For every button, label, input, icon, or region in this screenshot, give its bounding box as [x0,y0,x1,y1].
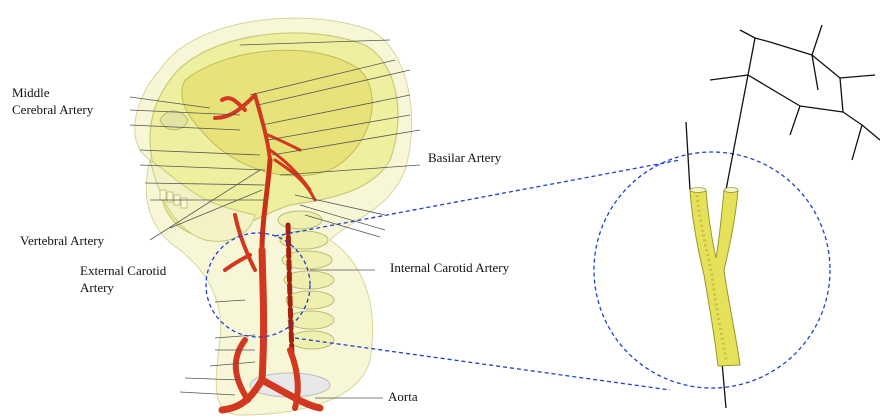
head-illustration [135,18,412,415]
internal-carotid-artery-label: Internal Carotid Artery [390,260,509,276]
common-carotid-artery [262,250,264,380]
external-carotid-artery-label-2: Artery [80,280,114,296]
basilar-artery-label: Basilar Artery [428,150,501,166]
vessel-3d-model [690,188,740,367]
aorta-label: Aorta [388,389,418,405]
vessel-cap-right [724,188,738,193]
vertebral-artery-label: Vertebral Artery [20,233,104,249]
external-carotid-artery-label-1: External Carotid [80,263,166,279]
middle-cerebral-artery-label-2: Cerebral Artery [12,102,93,118]
vessel-surface [690,190,740,366]
vessel-tree-skeleton [686,25,880,408]
middle-cerebral-artery-label-1: Middle [12,85,50,101]
vessel-cap-left [690,188,706,193]
